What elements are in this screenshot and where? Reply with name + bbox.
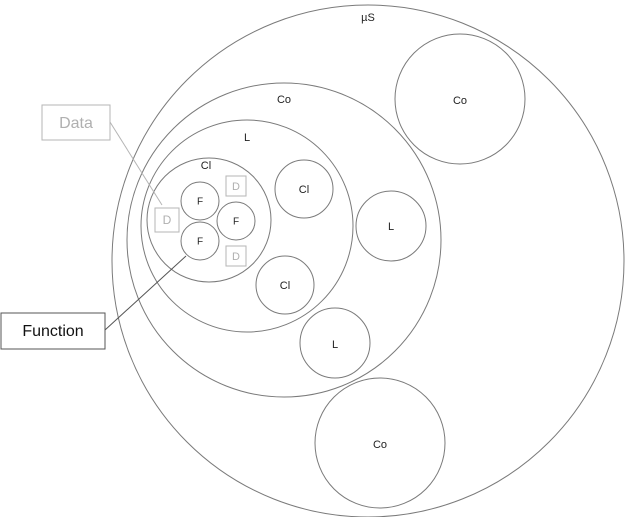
component-circle-bottom bbox=[314, 377, 446, 509]
component-circle-top-right bbox=[394, 33, 526, 165]
component-label-bottom: Co bbox=[373, 439, 387, 451]
class-label-upper: Cl bbox=[299, 184, 309, 196]
data-label-top: D bbox=[232, 181, 240, 193]
layer-circle-main bbox=[140, 119, 354, 333]
data-callout-label: Data bbox=[59, 115, 93, 132]
layer-circle-bottom bbox=[299, 307, 371, 379]
data-callout-connector bbox=[109, 121, 163, 206]
data-label-bottom: D bbox=[232, 251, 240, 263]
data-box-bottom bbox=[225, 245, 247, 267]
component-circle-main bbox=[126, 82, 442, 398]
component-label-main: Co bbox=[277, 94, 291, 106]
layer-label-right: L bbox=[388, 221, 394, 233]
layer-circle-right bbox=[355, 190, 427, 262]
microservice-label: µS bbox=[361, 12, 375, 24]
microservice-circle bbox=[111, 4, 625, 517]
class-label-lower: Cl bbox=[280, 280, 290, 292]
function-label-bottom: F bbox=[197, 237, 203, 248]
data-box-left bbox=[154, 207, 180, 233]
class-circle-lower bbox=[255, 255, 315, 315]
class-label-main: Cl bbox=[201, 160, 211, 172]
function-label-top: F bbox=[197, 197, 203, 208]
function-label-right: F bbox=[233, 217, 239, 228]
component-label-top-right: Co bbox=[453, 95, 467, 107]
function-callout-label: Function bbox=[22, 323, 83, 340]
function-circle-right bbox=[216, 201, 256, 241]
function-callout-box bbox=[0, 312, 106, 350]
function-circle-top bbox=[180, 181, 220, 221]
data-box-top bbox=[225, 175, 247, 197]
function-callout-connector bbox=[104, 255, 187, 331]
layer-label-main: L bbox=[244, 132, 250, 144]
data-label-left: D bbox=[163, 213, 172, 227]
class-circle-main bbox=[146, 157, 272, 283]
data-callout-box bbox=[41, 104, 111, 141]
function-circle-bottom bbox=[180, 221, 220, 261]
class-circle-upper bbox=[274, 159, 334, 219]
layer-label-bottom: L bbox=[332, 339, 338, 351]
